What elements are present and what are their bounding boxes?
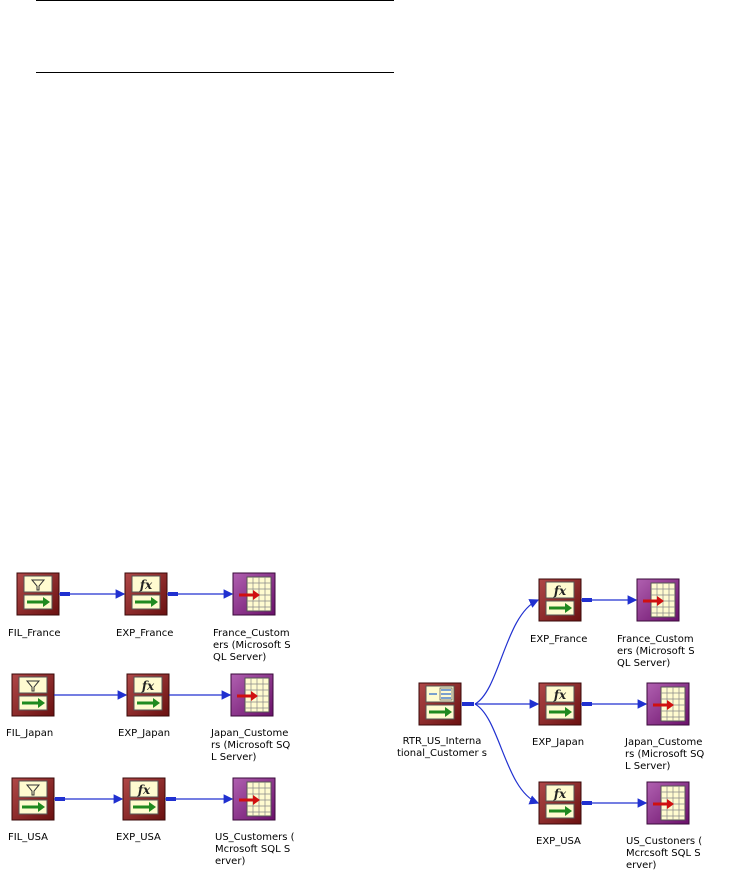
connector-france [474, 599, 540, 705]
port-marker [168, 592, 178, 596]
target-table-icon[interactable] [645, 780, 691, 826]
right-row-japan [537, 681, 691, 727]
expression-label-usa: EXP_USA [116, 832, 161, 843]
filter-icon[interactable] [10, 672, 56, 718]
expression-icon[interactable] [121, 776, 167, 822]
left-row-france [15, 571, 277, 617]
filter-icon[interactable] [10, 776, 56, 822]
right-row-france [537, 577, 681, 623]
target-label-usa: US_Customers ( Mcrosoft SQL S erver) [215, 832, 295, 867]
filter-label-japan: FIL_Japan [6, 728, 54, 739]
expression-icon[interactable] [537, 681, 583, 727]
filter-label-france: FIL_France [8, 628, 61, 639]
right-router [417, 599, 540, 805]
target-table-icon[interactable] [231, 571, 277, 617]
target-table-icon[interactable] [231, 776, 277, 822]
port-marker [462, 702, 474, 706]
expression-label-france-right: EXP_France [530, 634, 588, 645]
expression-label-france: EXP_France [116, 628, 174, 639]
top-rule [36, 0, 394, 1]
filter-label-usa: FIL_USA [8, 832, 48, 843]
target-table-icon[interactable] [229, 672, 275, 718]
expression-label-japan: EXP_Japan [118, 728, 171, 739]
right-row-usa [537, 780, 691, 826]
expression-icon[interactable] [125, 672, 171, 718]
connector-usa [474, 703, 540, 805]
expression-label-usa-right: EXP_USA [536, 836, 581, 847]
target-label-japan-right: Japan_Custome rs (Microsoft SQ L Server) [625, 737, 705, 772]
expression-icon[interactable] [123, 571, 169, 617]
bottom-rule [36, 72, 394, 73]
port-marker [166, 797, 176, 801]
left-row-japan [10, 672, 275, 718]
target-label-france: France_Custom ers (Microsoft S QL Server… [213, 628, 291, 663]
port-marker [60, 592, 70, 596]
target-table-icon[interactable] [635, 577, 681, 623]
port-marker [55, 797, 65, 801]
target-label-usa-right: US_Custoners ( Mcrcsoft SQL S erver) [626, 836, 703, 871]
router-label: RTR_US_Interna tional_Customer s [396, 736, 488, 759]
filter-icon[interactable] [15, 571, 61, 617]
target-table-icon[interactable] [645, 681, 691, 727]
router-icon[interactable] [417, 681, 463, 727]
expression-label-japan-right: EXP_Japan [532, 737, 585, 748]
target-label-japan: Japan_Custome rs (Microsoft SQ L Server) [211, 728, 291, 763]
target-label-france-right: France_Custom ers (Microsoft S QL Server… [617, 634, 695, 669]
expression-icon[interactable] [537, 780, 583, 826]
expression-icon[interactable] [537, 577, 583, 623]
left-row-usa [10, 776, 277, 822]
